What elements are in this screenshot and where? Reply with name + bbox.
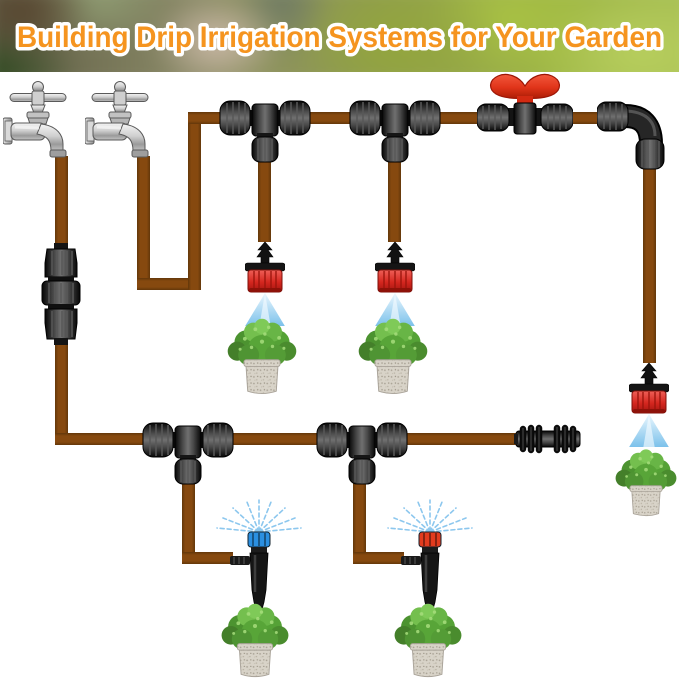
adjustable-dripper-icon <box>629 362 669 414</box>
tee-connector-icon <box>142 422 234 485</box>
banner-blurred-garden-photo <box>0 0 679 72</box>
potted-plant-icon <box>221 603 289 678</box>
garden-faucet-icon <box>3 80 68 159</box>
straight-coupler-icon <box>41 243 81 345</box>
spray-fan-icon <box>387 499 473 533</box>
spray-fan-icon <box>216 499 302 533</box>
garden-faucet-icon <box>85 80 150 159</box>
banner-title-svg: Building Drip Irrigation Systems for You… <box>14 18 666 58</box>
adjustable-dripper-icon <box>375 241 415 293</box>
tee-connector-icon <box>316 422 408 485</box>
banner: Building Drip Irrigation Systems for You… <box>0 0 679 72</box>
spray-stake-icon <box>399 530 443 622</box>
potted-plant-icon <box>615 448 677 517</box>
spray-cone-icon <box>629 414 669 448</box>
drip-tubing-line <box>55 112 656 564</box>
adjustable-dripper-icon <box>245 241 285 293</box>
irrigation-diagram <box>3 73 677 678</box>
tee-connector-icon <box>219 100 311 163</box>
barbed-end-coupler-icon <box>514 424 581 454</box>
page-title: Building Drip Irrigation Systems for You… <box>17 21 662 54</box>
potted-plant-icon <box>394 603 462 678</box>
tee-connector-icon <box>349 100 441 163</box>
shutoff-valve-icon <box>477 73 573 135</box>
potted-plant-icon <box>227 318 297 395</box>
elbow-connector-icon <box>597 102 664 169</box>
potted-plant-icon <box>358 318 428 395</box>
